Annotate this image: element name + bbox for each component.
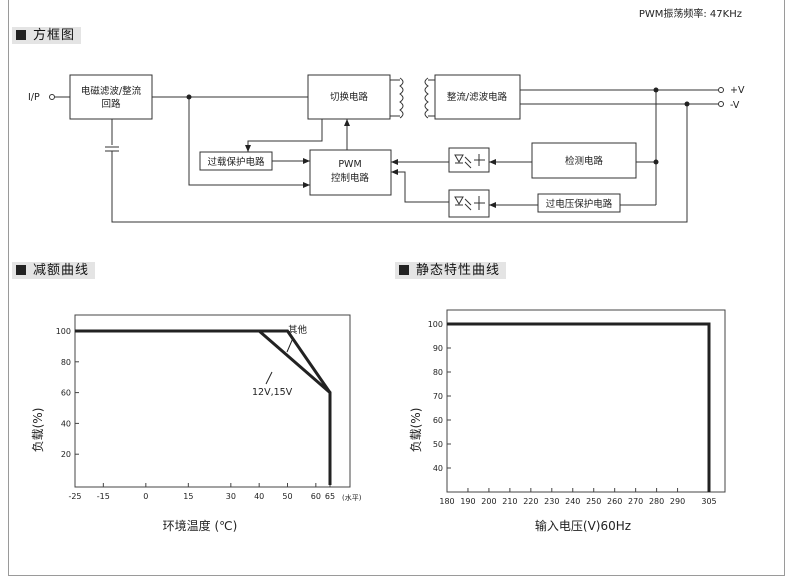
x-tick-label: 15 [183, 492, 193, 501]
annotation-other-leader [286, 337, 294, 353]
x-tick-label: 290 [670, 497, 685, 506]
derating-title-bar: 减额曲线 [12, 262, 96, 279]
static-plot-area [446, 309, 726, 493]
input-label: I/P [28, 92, 40, 103]
transformer-primary [399, 77, 404, 119]
rectifier-label: 整流/滤波电路 [447, 91, 508, 103]
x-tick-label: 210 [502, 497, 517, 506]
y-tick-label: 40 [61, 419, 71, 428]
derating-ylabel: 负载(%) [31, 408, 45, 453]
pwm-label-2: 控制电路 [331, 172, 370, 184]
optocoupler-1 [448, 147, 490, 173]
plus-v-terminal [718, 87, 724, 93]
x-tick-label: 30 [226, 492, 236, 501]
y-tick-label: 80 [433, 368, 443, 377]
x-tick-label: 220 [523, 497, 538, 506]
y-tick-label: 70 [433, 392, 443, 401]
emi-filter-label-2: 回路 [101, 98, 121, 110]
transformer-secondary [424, 77, 429, 119]
x-tick-label: 180 [439, 497, 454, 506]
optocoupler-symbol-2 [454, 196, 485, 211]
static-title-bar: 静态特性曲线 [395, 262, 507, 279]
square-bullet-icon [16, 265, 26, 275]
x-tick-label: 50 [282, 492, 292, 501]
annotation-12v: 12V,15V [252, 387, 293, 398]
x-tick-label: 260 [607, 497, 622, 506]
y-tick-label: 40 [433, 464, 443, 473]
x-tick-label: 190 [460, 497, 475, 506]
y-tick-label: 50 [433, 440, 443, 449]
x-tick-label: 240 [565, 497, 580, 506]
y-tick-label: 60 [433, 416, 443, 425]
x-tick-label: 0 [143, 492, 148, 501]
annotation-12v-leader [265, 371, 273, 385]
y-tick-label: 100 [56, 327, 71, 336]
derating-plot-area [74, 314, 351, 488]
y-tick-label: 90 [433, 344, 443, 353]
annotation-other: 其他 [288, 324, 308, 336]
detection-label: 检测电路 [565, 155, 604, 167]
derating-x-unit-note: (水平) [342, 493, 362, 502]
x-tick-label: 280 [649, 497, 664, 506]
switching-label: 切换电路 [330, 91, 369, 103]
static-title: 静态特性曲线 [416, 263, 501, 278]
static-xlabel: 输入电压(V)60Hz [535, 518, 631, 533]
pwm-frequency-note: PWM振荡频率: 47KHz [638, 9, 742, 20]
x-tick-label: 200 [481, 497, 496, 506]
y-tick-label: 20 [61, 450, 71, 459]
series-line-1 [447, 322, 711, 492]
pwm-label-1: PWM [338, 159, 361, 170]
block-diagram-title-bar: 方框图 [12, 27, 82, 44]
minus-v-label: -V [730, 100, 740, 111]
y-tick-label: 100 [428, 320, 443, 329]
x-tick-label: 250 [586, 497, 601, 506]
y-tick-label: 60 [61, 389, 71, 398]
x-tick-label: -25 [68, 492, 81, 501]
x-tick-label: -15 [97, 492, 110, 501]
square-bullet-icon [16, 30, 26, 40]
overload-label: 过载保护电路 [207, 156, 265, 168]
derating-title: 减额曲线 [33, 263, 90, 278]
x-tick-label: 305 [701, 497, 716, 506]
optocoupler-symbol-1 [454, 154, 485, 169]
rectifier-block [434, 74, 521, 120]
x-tick-label: 60 [311, 492, 321, 501]
input-terminal [49, 94, 55, 100]
x-tick-label: 230 [544, 497, 559, 506]
emi-filter-label-1: 电磁滤波/整流 [81, 85, 142, 97]
overvoltage-block [537, 193, 621, 213]
derating-xlabel: 环境温度 (℃) [163, 518, 238, 533]
x-tick-label: 270 [628, 497, 643, 506]
minus-v-terminal [718, 101, 724, 107]
page-frame [8, 0, 785, 576]
block-diagram-title: 方框图 [33, 28, 76, 43]
overvoltage-label: 过电压保护电路 [546, 198, 613, 210]
static-ylabel: 负载(%) [409, 408, 423, 453]
detection-block [531, 142, 637, 179]
square-bullet-icon [399, 265, 409, 275]
optocoupler-2 [448, 189, 490, 218]
plus-v-label: +V [730, 85, 745, 96]
x-tick-label: 40 [254, 492, 264, 501]
series-line-2 [75, 329, 332, 485]
x-tick-label: 65 [325, 492, 335, 501]
y-tick-label: 80 [61, 358, 71, 367]
